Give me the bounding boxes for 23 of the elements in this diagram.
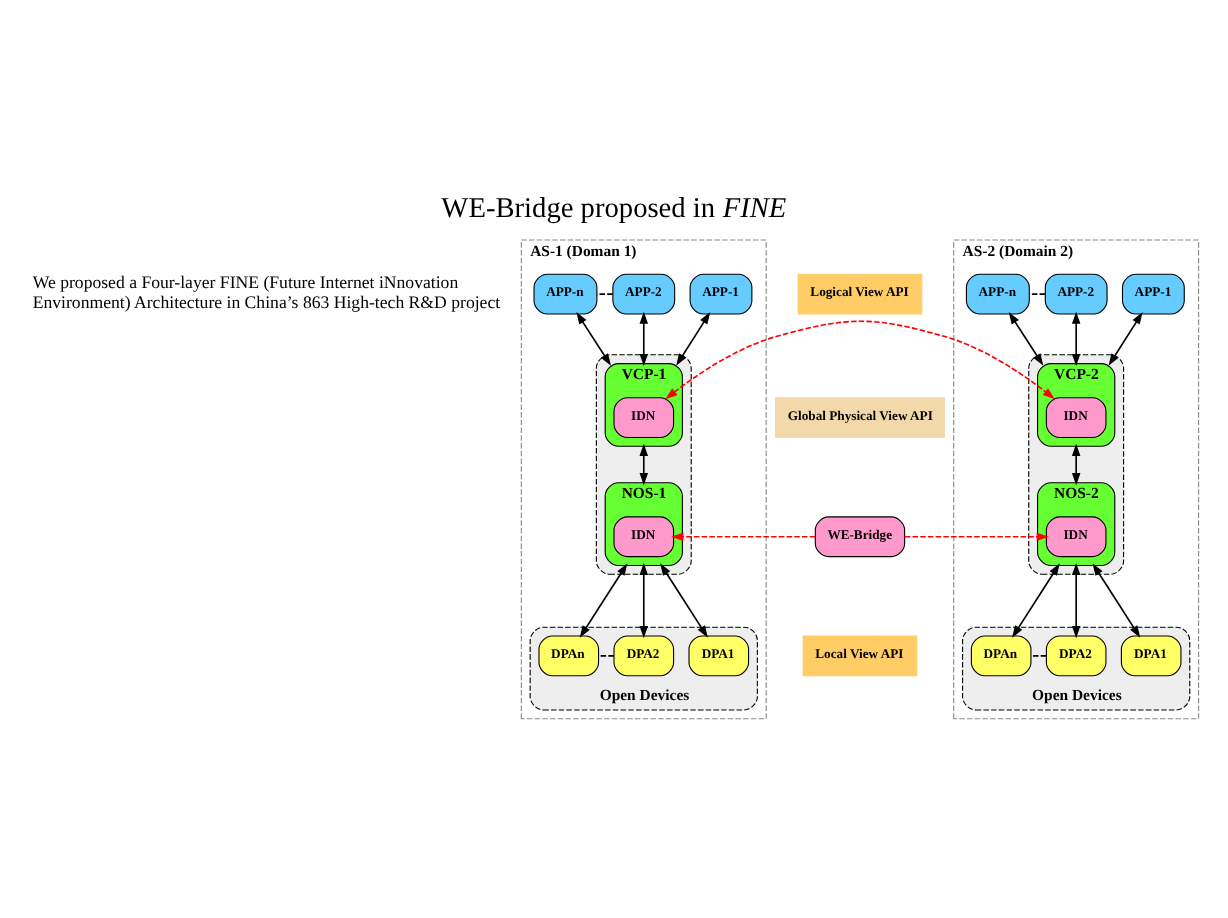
arrow	[1008, 312, 1044, 366]
connector	[1028, 293, 1046, 295]
arrow	[676, 312, 711, 366]
label: We proposed a Four-layer FINE (Future Internet iNnovation Environment) Architecture in China’s 863 High-tech R&D project	[32, 272, 501, 313]
arrow	[579, 563, 628, 638]
arrow	[903, 532, 1049, 541]
connector	[1030, 655, 1048, 657]
arrow	[639, 311, 649, 367]
connector	[597, 655, 615, 657]
arrow	[1071, 443, 1081, 486]
arrow	[1071, 311, 1081, 367]
arrow	[576, 312, 611, 366]
arrow	[665, 320, 1055, 400]
connector	[596, 293, 614, 295]
arrow	[660, 563, 708, 638]
arrow	[639, 443, 649, 486]
arrow	[1092, 563, 1141, 638]
arrow	[639, 562, 649, 639]
arrow	[1071, 562, 1081, 639]
arrow	[1108, 312, 1143, 366]
diagram-title: WE-Bridge proposed in FINE	[441, 192, 787, 225]
arrow	[671, 532, 817, 541]
arrow	[1012, 563, 1060, 638]
